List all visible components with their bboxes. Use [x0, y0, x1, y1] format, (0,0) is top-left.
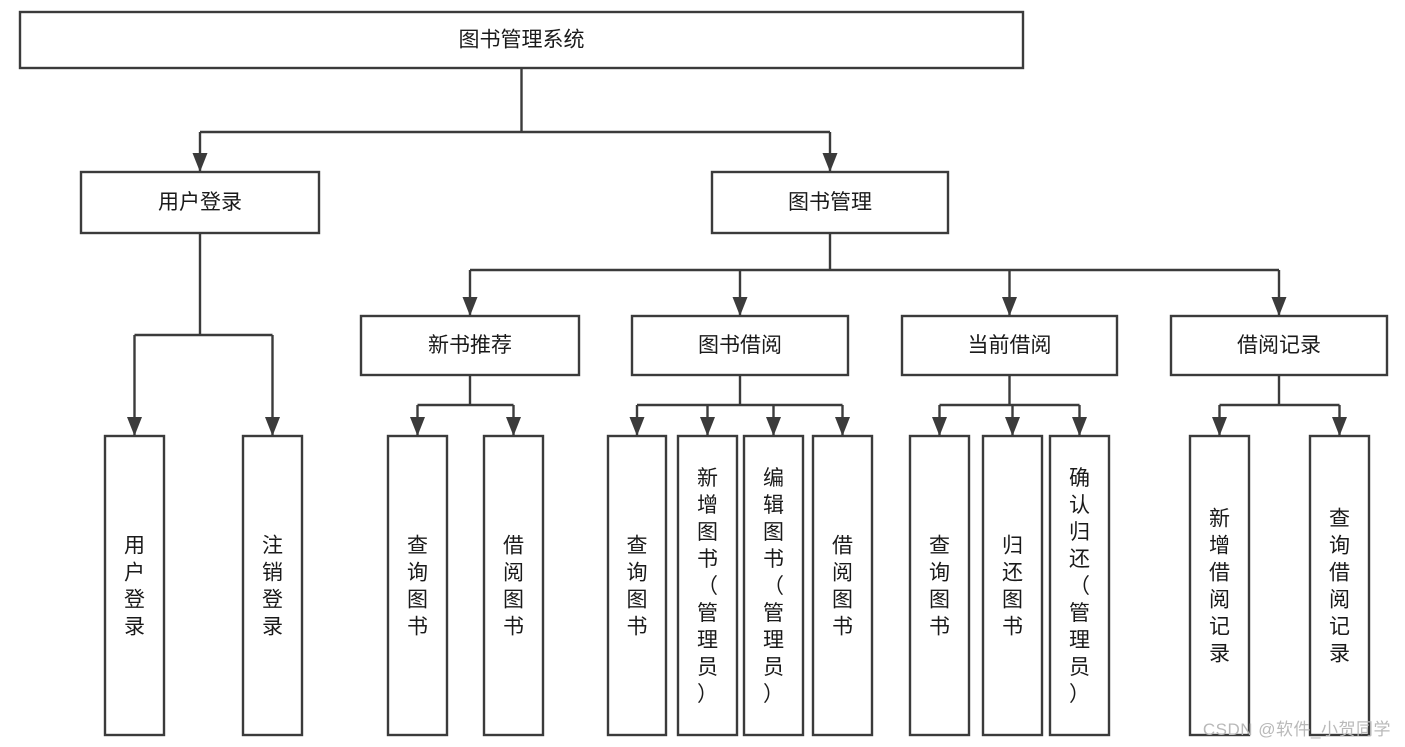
node-label-l2_0: 用户登录: [158, 191, 242, 214]
node-box-leaf_2[interactable]: [386, 434, 449, 737]
node-box-leaf_11[interactable]: [1188, 434, 1251, 737]
node-l2_1[interactable]: 图书管理: [710, 170, 950, 235]
node-box-root[interactable]: [18, 10, 1025, 70]
node-label-root: 图书管理系统: [459, 29, 585, 52]
node-label-leaf_12: 查询借阅记录: [1329, 508, 1350, 666]
node-label-leaf_2: 查询图书: [407, 535, 428, 639]
node-box-leaf_10[interactable]: [1048, 434, 1111, 737]
node-leaf_2[interactable]: 查询图书: [386, 434, 449, 737]
node-box-leaf_1[interactable]: [241, 434, 304, 737]
node-box-l2_1[interactable]: [710, 170, 950, 235]
node-leaf_11[interactable]: 新增借阅记录: [1188, 434, 1251, 737]
node-l3_2[interactable]: 当前借阅: [900, 314, 1119, 377]
node-box-l3_0[interactable]: [359, 314, 581, 377]
node-label-l3_3: 借阅记录: [1237, 334, 1321, 357]
node-box-l2_0[interactable]: [79, 170, 321, 235]
node-label-leaf_3: 借阅图书: [503, 535, 524, 639]
node-label-l3_0: 新书推荐: [428, 334, 512, 357]
node-box-leaf_9[interactable]: [981, 434, 1044, 737]
node-l3_0[interactable]: 新书推荐: [359, 314, 581, 377]
node-leaf_6[interactable]: 编辑图书（管理员）: [742, 434, 805, 737]
node-box-l3_2[interactable]: [900, 314, 1119, 377]
connector-layer: [127, 68, 1347, 436]
node-l3_3[interactable]: 借阅记录: [1169, 314, 1389, 377]
node-label-leaf_9: 归还图书: [1002, 535, 1023, 639]
node-box-leaf_5[interactable]: [676, 434, 739, 737]
node-leaf_7[interactable]: 借阅图书: [811, 434, 874, 737]
node-box-l3_3[interactable]: [1169, 314, 1389, 377]
node-label-l3_2: 当前借阅: [968, 334, 1052, 357]
node-leaf_5[interactable]: 新增图书（管理员）: [676, 434, 739, 737]
node-box-leaf_7[interactable]: [811, 434, 874, 737]
node-label-leaf_4: 查询图书: [627, 535, 648, 639]
node-label-leaf_1: 注销登录: [262, 535, 283, 639]
node-box-leaf_3[interactable]: [482, 434, 545, 737]
node-box-l3_1[interactable]: [630, 314, 850, 377]
node-label-leaf_0: 用户登录: [124, 535, 145, 639]
node-label-leaf_10: 确认归还（管理员）: [1069, 467, 1090, 706]
node-box-leaf_6[interactable]: [742, 434, 805, 737]
node-root[interactable]: 图书管理系统: [18, 10, 1025, 70]
node-label-leaf_7: 借阅图书: [832, 535, 853, 639]
node-box-leaf_4[interactable]: [606, 434, 668, 737]
node-leaf_12[interactable]: 查询借阅记录: [1308, 434, 1371, 737]
node-label-leaf_11: 新增借阅记录: [1209, 508, 1230, 666]
node-box-leaf_12[interactable]: [1308, 434, 1371, 737]
node-l3_1[interactable]: 图书借阅: [630, 314, 850, 377]
node-leaf_4[interactable]: 查询图书: [606, 434, 668, 737]
node-box-leaf_0[interactable]: [103, 434, 166, 737]
csdn-watermark: CSDN @软件_小贺同学: [1202, 720, 1391, 739]
node-label-leaf_6: 编辑图书（管理员）: [763, 467, 784, 706]
node-leaf_10[interactable]: 确认归还（管理员）: [1048, 434, 1111, 737]
node-leaf_3[interactable]: 借阅图书: [482, 434, 545, 737]
node-leaf_0[interactable]: 用户登录: [103, 434, 166, 737]
node-layer: 图书管理系统用户登录图书管理新书推荐图书借阅当前借阅借阅记录用户登录注销登录查询…: [18, 10, 1389, 737]
node-label-leaf_8: 查询图书: [929, 535, 950, 639]
node-box-leaf_8[interactable]: [908, 434, 971, 737]
node-label-l3_1: 图书借阅: [698, 334, 782, 357]
node-leaf_8[interactable]: 查询图书: [908, 434, 971, 737]
node-l2_0[interactable]: 用户登录: [79, 170, 321, 235]
node-label-l2_1: 图书管理: [788, 191, 872, 214]
node-leaf_1[interactable]: 注销登录: [241, 434, 304, 737]
node-leaf_9[interactable]: 归还图书: [981, 434, 1044, 737]
node-label-leaf_5: 新增图书（管理员）: [697, 467, 718, 706]
